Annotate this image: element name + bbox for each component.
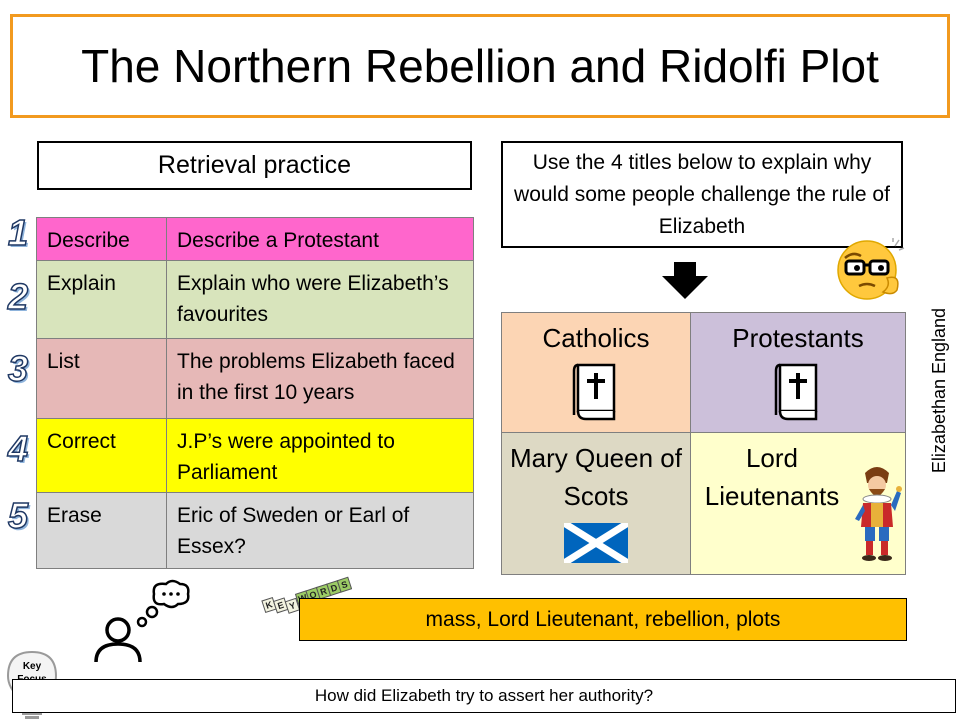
grid-cell-lord-lieutenants: Lord Lieutenants	[690, 432, 906, 575]
bible-icon	[572, 363, 616, 421]
key-focus-bar: How did Elizabeth try to assert her auth…	[12, 679, 956, 713]
row-number-4: 4	[7, 427, 29, 470]
table-row: Describe Describe a Protestant	[36, 217, 474, 261]
grid-label: Mary Queen of Scots	[510, 443, 682, 511]
tile-letter: S	[340, 579, 349, 590]
question-cell: Eric of Sweden or Earl of Essex?	[166, 492, 474, 569]
grid-cell-mary-queen-of-scots: Mary Queen of Scots	[501, 432, 691, 575]
down-arrow-icon	[662, 262, 708, 299]
scotland-flag-icon	[562, 520, 630, 566]
side-label-text: Elizabethan England	[929, 307, 950, 473]
title-banner: The Northern Rebellion and Ridolfi Plot	[10, 14, 950, 118]
page-title: The Northern Rebellion and Ridolfi Plot	[81, 40, 879, 92]
task-cell: Describe	[36, 217, 167, 261]
question-cell: Explain who were Elizabeth’s favourites	[166, 260, 474, 339]
row-number-3: 3	[7, 347, 29, 390]
themes-grid: Catholics Protestants Mary Queen of Scot…	[501, 312, 906, 575]
grid-cell-protestants: Protestants	[690, 312, 906, 433]
row-number-2: 2	[7, 275, 29, 318]
bible-icon	[774, 363, 818, 421]
retrieval-heading-box: Retrieval practice	[37, 141, 472, 190]
grid-cell-catholics: Catholics	[501, 312, 691, 433]
keywords-tiles-icon: K E Y W O R D S	[261, 576, 352, 614]
tile-letter: K	[264, 599, 274, 611]
question-cell: Describe a Protestant	[166, 217, 474, 261]
question-cell: The problems Elizabeth faced in the firs…	[166, 338, 474, 419]
tile-letter: O	[308, 589, 318, 601]
task-cell: Explain	[36, 260, 167, 339]
task-cell: Correct	[36, 418, 167, 493]
tile-letter: D	[329, 582, 339, 594]
tile-letter: E	[276, 600, 285, 611]
tile-letter: Y	[288, 600, 297, 611]
side-label: Elizabethan England	[925, 290, 955, 490]
table-row: List The problems Elizabeth faced in the…	[36, 338, 474, 419]
keywords-text: mass, Lord Lieutenant, rebellion, plots	[425, 607, 781, 631]
row-number-5: 5	[7, 494, 29, 537]
table-row: Correct J.P’s were appointed to Parliame…	[36, 418, 474, 493]
task-cell: List	[36, 338, 167, 419]
table-row: Explain Explain who were Elizabeth’s fav…	[36, 260, 474, 339]
task-cell: Erase	[36, 492, 167, 569]
instruction-box: Use the 4 titles below to explain why wo…	[501, 141, 903, 248]
instruction-text: Use the 4 titles below to explain why wo…	[514, 150, 890, 238]
grid-label: Catholics	[542, 323, 650, 353]
keywords-bar: mass, Lord Lieutenant, rebellion, plots	[299, 598, 907, 641]
nerd-thinking-emoji-icon	[837, 238, 905, 300]
key-focus-question: How did Elizabeth try to assert her auth…	[314, 686, 654, 705]
question-cell: J.P’s were appointed to Parliament	[166, 418, 474, 493]
tile-letter: R	[319, 586, 329, 598]
grid-label: Lord Lieutenants	[704, 443, 840, 511]
grid-label: Protestants	[732, 323, 864, 353]
tudor-man-icon	[855, 467, 902, 561]
row-number-1: 1	[7, 211, 29, 254]
thinking-person-icon	[94, 579, 190, 663]
retrieval-heading: Retrieval practice	[157, 151, 352, 179]
retrieval-table: Describe Describe a Protestant Explain E…	[36, 217, 474, 569]
table-row: Erase Eric of Sweden or Earl of Essex?	[36, 492, 474, 569]
